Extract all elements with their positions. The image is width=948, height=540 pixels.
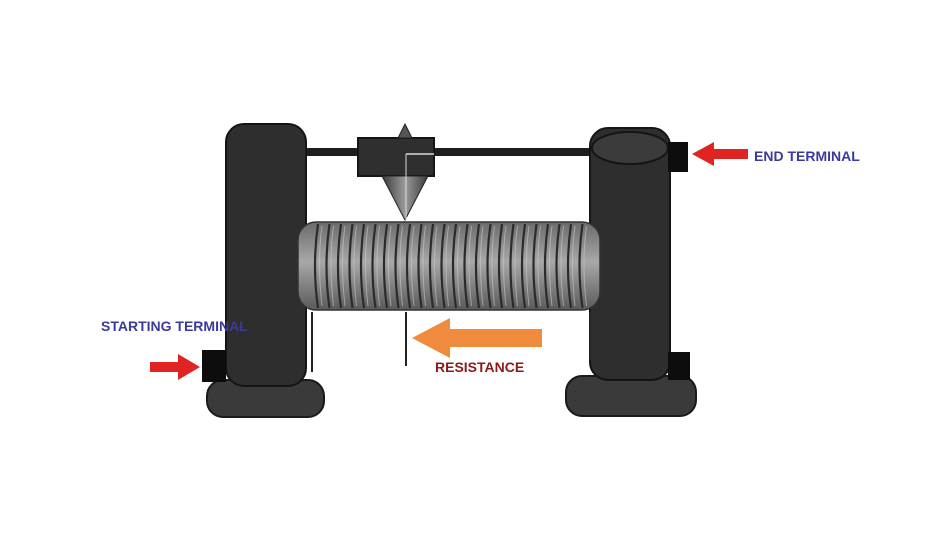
coil-turn xyxy=(520,223,527,309)
resistance-coil xyxy=(297,221,601,311)
coil-turn-highlight xyxy=(353,225,357,307)
coil-turn xyxy=(451,223,458,309)
coil-turn-highlight xyxy=(365,225,369,307)
coil-turn xyxy=(566,223,573,309)
resistance-label: RESISTANCE xyxy=(435,359,524,375)
starting-terminal-label: STARTING TERMINAL xyxy=(101,318,248,334)
coil-turn xyxy=(336,223,343,309)
orange-arrow-icon xyxy=(412,318,542,358)
coil-turn xyxy=(463,223,469,309)
coil-turn xyxy=(348,223,354,309)
coil-turn xyxy=(555,223,561,309)
coil-turn xyxy=(509,223,515,309)
coil-turn xyxy=(578,223,584,309)
right-post-top xyxy=(591,131,669,165)
end-terminal xyxy=(668,142,688,172)
coil-turn xyxy=(313,223,320,309)
slider-block xyxy=(357,137,435,177)
coil-turns xyxy=(313,223,587,309)
right-post xyxy=(589,127,671,381)
coil-turn-highlight xyxy=(342,225,346,307)
coil-turn xyxy=(543,223,550,309)
coil-turn-highlight xyxy=(526,225,530,307)
coil-turn xyxy=(382,223,389,309)
coil-turn xyxy=(474,223,481,309)
coil-turn-highlight xyxy=(560,225,564,307)
coil-turn-highlight xyxy=(537,225,541,307)
coil-turn xyxy=(532,223,538,309)
red-arrow-icon xyxy=(150,354,200,380)
coil-turn xyxy=(497,223,504,309)
coil-turn xyxy=(359,223,366,309)
end-terminal-label: END TERMINAL xyxy=(754,148,860,164)
coil-turn xyxy=(405,223,412,309)
coil-turn-highlight xyxy=(572,225,576,307)
starting-terminal xyxy=(202,350,226,382)
red-arrow-icon xyxy=(692,142,748,166)
coil-turn xyxy=(428,223,435,309)
coil-turn-highlight xyxy=(457,225,461,307)
coil-turn-highlight xyxy=(376,225,380,307)
coil-turn-highlight xyxy=(422,225,426,307)
right-base xyxy=(565,375,697,417)
coil-turn xyxy=(371,223,377,309)
coil-turn-highlight xyxy=(399,225,403,307)
slider-rod xyxy=(300,148,600,156)
coil-turn-highlight xyxy=(445,225,449,307)
coil-turn xyxy=(417,223,423,309)
coil-turn-highlight xyxy=(583,225,587,307)
coil-turn-highlight xyxy=(480,225,484,307)
coil-turn-highlight xyxy=(330,225,334,307)
coil-turn-highlight xyxy=(503,225,507,307)
coil-turn xyxy=(486,223,492,309)
coil-turn-highlight xyxy=(491,225,495,307)
slider-contact-tip-top xyxy=(397,122,413,139)
coil-turn-highlight xyxy=(388,225,392,307)
left-post xyxy=(225,123,307,387)
coil-turn-highlight xyxy=(319,225,323,307)
coil-turn xyxy=(440,223,446,309)
coil-turn-highlight xyxy=(549,225,553,307)
coil-turn xyxy=(325,223,331,309)
coil-turn-highlight xyxy=(411,225,415,307)
coil-turn-highlight xyxy=(514,225,518,307)
right-lower-terminal xyxy=(668,352,690,380)
coil-turn-highlight xyxy=(434,225,438,307)
coil-turn-highlight xyxy=(468,225,472,307)
slider-contact-cone xyxy=(381,175,429,222)
coil-turn xyxy=(394,223,400,309)
